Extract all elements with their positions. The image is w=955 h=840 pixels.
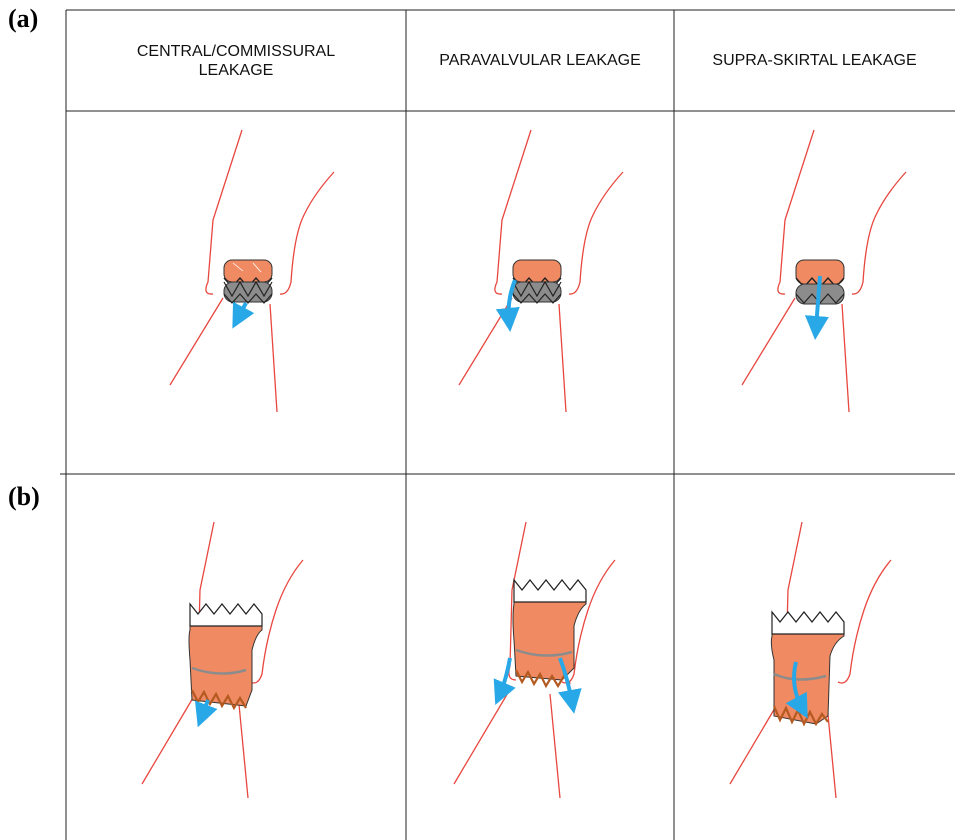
- cell-b-central: [142, 522, 303, 798]
- leak-arrow-icon: [509, 280, 515, 320]
- cell-a-supraskirtal: [742, 130, 906, 412]
- cell-a-paravalvular: [459, 130, 623, 412]
- cell-b-paravalvular: [454, 522, 615, 798]
- tall-valve-icon: [771, 612, 844, 724]
- cell-b-supraskirtal: [730, 522, 891, 798]
- leak-arrow-icon: [238, 303, 246, 318]
- leak-arrow-icon: [202, 700, 208, 716]
- leak-arrow-icon: [500, 658, 510, 694]
- cell-a-central: [170, 130, 334, 412]
- compact-valve-icon: [513, 260, 561, 303]
- tall-valve-icon: [189, 604, 262, 708]
- compact-valve-icon: [224, 260, 272, 303]
